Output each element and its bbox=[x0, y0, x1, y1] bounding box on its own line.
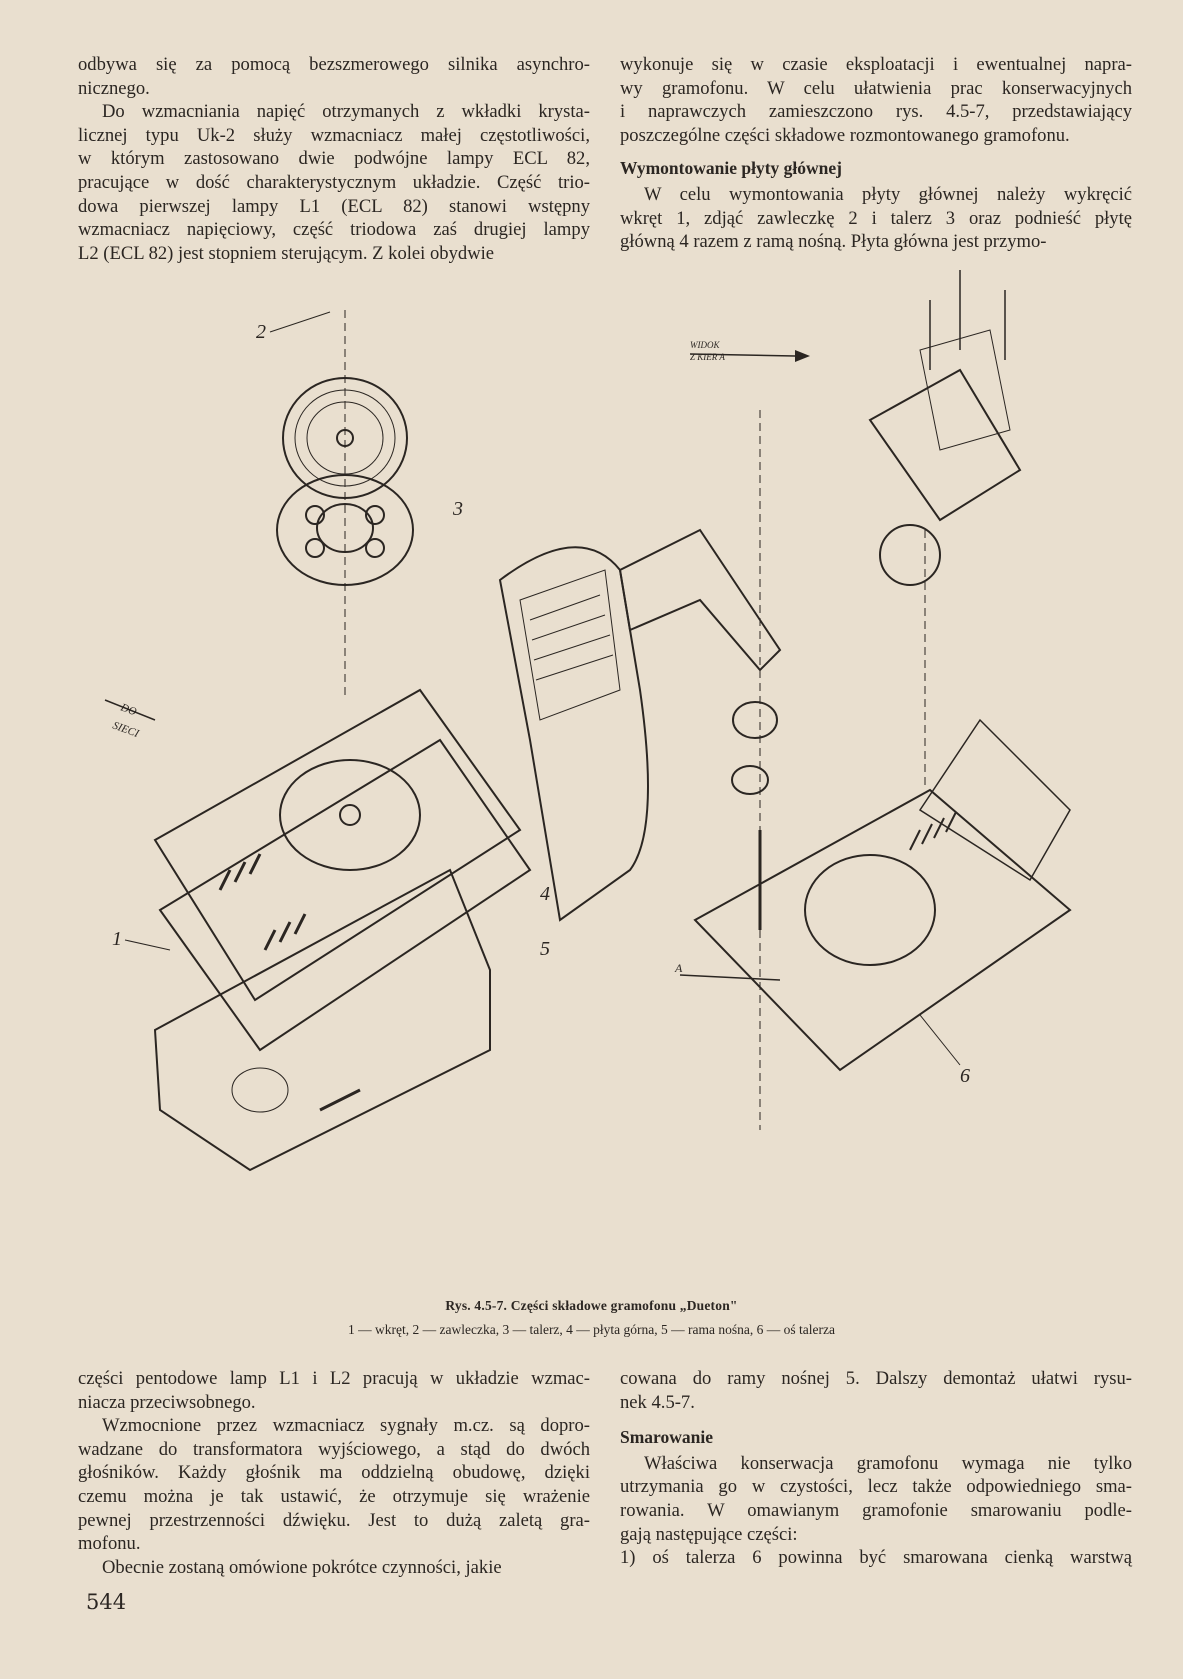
list-item-1: 1) oś talerza 6 powinna być smarowana ci… bbox=[620, 1547, 1132, 1569]
label-5: 5 bbox=[540, 938, 550, 960]
exploded-diagram-gramophone: 2 3 4 5 1 DO SIECI WIDOK Z KIER A A 6 bbox=[104, 270, 1072, 1172]
text-line: czemu można je tak ustawić, że otrzymuje… bbox=[78, 1485, 590, 1507]
text-line: w którym zastosowano dwie podwójne lampy… bbox=[78, 148, 590, 170]
text-line: mofonu. bbox=[78, 1533, 141, 1555]
label-sieci: SIECI bbox=[111, 720, 142, 741]
text-line: poszczególne części składowe rozmontowan… bbox=[620, 124, 1070, 146]
text-line: dowa pierwszej lampy L1 (ECL 82) stanowi… bbox=[78, 195, 590, 217]
text-line: wkręt 1, zdjąć zawleczkę 2 i talerz 3 or… bbox=[620, 207, 1132, 229]
platter bbox=[276, 474, 414, 586]
text-line: nek 4.5-7. bbox=[620, 1391, 695, 1413]
page-number: 544 bbox=[86, 1590, 127, 1614]
figure-caption-legend: 1 — wkręt, 2 — zawleczka, 3 — talerz, 4 … bbox=[348, 1322, 835, 1337]
label-1: 1 bbox=[112, 928, 122, 950]
text-line: cowana do ramy nośnej 5. Dalszy demontaż… bbox=[620, 1368, 1132, 1389]
section-heading-smarowanie: Smarowanie bbox=[620, 1427, 714, 1448]
text-line: licznej typu Uk-2 służy wzmacniacz małej… bbox=[78, 124, 590, 146]
speaker-lid bbox=[498, 546, 649, 922]
label-widok: WIDOK bbox=[690, 340, 720, 350]
text-line: pracujące w dość charakterystycznym ukła… bbox=[78, 171, 590, 193]
paragraph: Obecnie zostaną omówione pokrótce czynno… bbox=[78, 1556, 590, 1580]
text-line: główną 4 razem z ramą nośną. Płyta główn… bbox=[620, 231, 1047, 253]
case bbox=[153, 868, 491, 1172]
paragraph: Do wzmacniania napięć otrzymanych z wkła… bbox=[78, 100, 590, 265]
text-line: L2 (ECL 82) jest stopniem sterującym. Z … bbox=[78, 242, 495, 264]
top-right-column: wykonuje się w czasie eksploatacji i ewe… bbox=[620, 53, 1132, 254]
text-line: wadzane do transformatora wyjściowego, a… bbox=[78, 1438, 590, 1460]
label-6: 6 bbox=[960, 1065, 970, 1087]
text-line: nicznego. bbox=[78, 77, 150, 99]
text-line: niacza przeciwsobnego. bbox=[78, 1391, 256, 1413]
chassis-base bbox=[693, 718, 1072, 1072]
text-line: i naprawczych zamieszczono rys. 4.5-7, p… bbox=[620, 101, 1132, 123]
label-z-kier-a: Z KIER A bbox=[690, 352, 725, 362]
bottom-left-column: części pentodowe lamp L1 i L2 pracują w … bbox=[78, 1367, 590, 1579]
text-line: głośników. Każdy głośnik ma oddzielną ob… bbox=[78, 1462, 590, 1484]
text-line: Wzmocnione przez wzmacniacz sygnały m.cz… bbox=[102, 1415, 590, 1437]
carrying-frame bbox=[158, 738, 532, 1052]
text-line: rowania. W omawianym gramofonie smarowan… bbox=[620, 1499, 1132, 1521]
text-line: Właściwa konserwacja gramofonu wymaga ni… bbox=[644, 1452, 1132, 1474]
text-line: Obecnie zostaną omówione pokrótce czynno… bbox=[102, 1556, 502, 1578]
pickup-motor-unit bbox=[868, 270, 1022, 522]
main-plate bbox=[153, 688, 522, 1002]
text-line: wy gramofonu. W celu ułatwienia prac kon… bbox=[620, 77, 1132, 99]
text-line: gają następujące części: bbox=[620, 1523, 798, 1545]
top-left-column: odbywa się za pomocą bezszmerowego silni… bbox=[78, 53, 590, 265]
text-line: wzmacniacz napięciowy, część triodowa za… bbox=[78, 219, 590, 241]
paragraph: odbywa się za pomocą bezszmerowego silni… bbox=[78, 53, 590, 100]
text-line: części pentodowe lamp L1 i L2 pracują w … bbox=[78, 1368, 590, 1389]
figure-caption-title: Rys. 4.5-7. Części składowe gramofonu „D… bbox=[445, 1298, 738, 1313]
text-line: W celu wymontowania płyty głównej należy… bbox=[644, 183, 1132, 205]
text-line: pewnej przestrzenności dźwięku. Jest to … bbox=[78, 1509, 590, 1531]
text-line: odbywa się za pomocą bezszmerowego silni… bbox=[78, 54, 590, 75]
section-heading-wymontowanie: Wymontowanie płyty głównej bbox=[620, 158, 842, 179]
label-4: 4 bbox=[540, 883, 550, 905]
idler-parts bbox=[618, 524, 941, 930]
paragraph: części pentodowe lamp L1 i L2 pracują w … bbox=[78, 1367, 590, 1414]
bottom-right-column: cowana do ramy nośnej 5. Dalszy demontaż… bbox=[620, 1367, 1132, 1570]
label-a: A bbox=[674, 961, 683, 975]
text-line: utrzymania go w czystości, lecz także od… bbox=[620, 1476, 1132, 1498]
paragraph: Wzmocnione przez wzmacniacz sygnały m.cz… bbox=[78, 1414, 590, 1556]
text-line: Do wzmacniania napięć otrzymanych z wkła… bbox=[102, 101, 590, 123]
text-line: wykonuje się w czasie eksploatacji i ewe… bbox=[620, 54, 1132, 75]
label-2: 2 bbox=[256, 321, 266, 343]
label-3: 3 bbox=[452, 498, 463, 520]
